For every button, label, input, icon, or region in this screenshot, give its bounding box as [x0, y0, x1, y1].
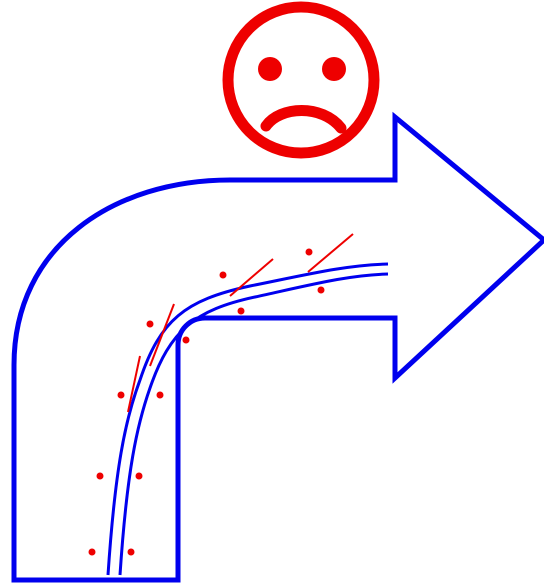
left-eye [258, 57, 282, 81]
particle [89, 549, 96, 556]
particle [136, 473, 143, 480]
particle [128, 549, 135, 556]
particle [318, 287, 325, 294]
particle [238, 308, 245, 315]
channel-line-outer [108, 264, 388, 575]
particle [118, 392, 125, 399]
particle [220, 272, 227, 279]
right-eye [322, 57, 346, 81]
particle [157, 392, 164, 399]
particles [89, 249, 325, 556]
curved-right-arrow-icon [14, 117, 544, 580]
streaks [128, 234, 353, 412]
streak [230, 259, 273, 296]
frown-mouth [266, 111, 341, 129]
channel [108, 264, 388, 575]
face-outline [228, 7, 374, 153]
particle [147, 321, 154, 328]
particle [183, 337, 190, 344]
particle [97, 473, 104, 480]
particle [306, 249, 313, 256]
sad-face-icon [228, 7, 374, 153]
